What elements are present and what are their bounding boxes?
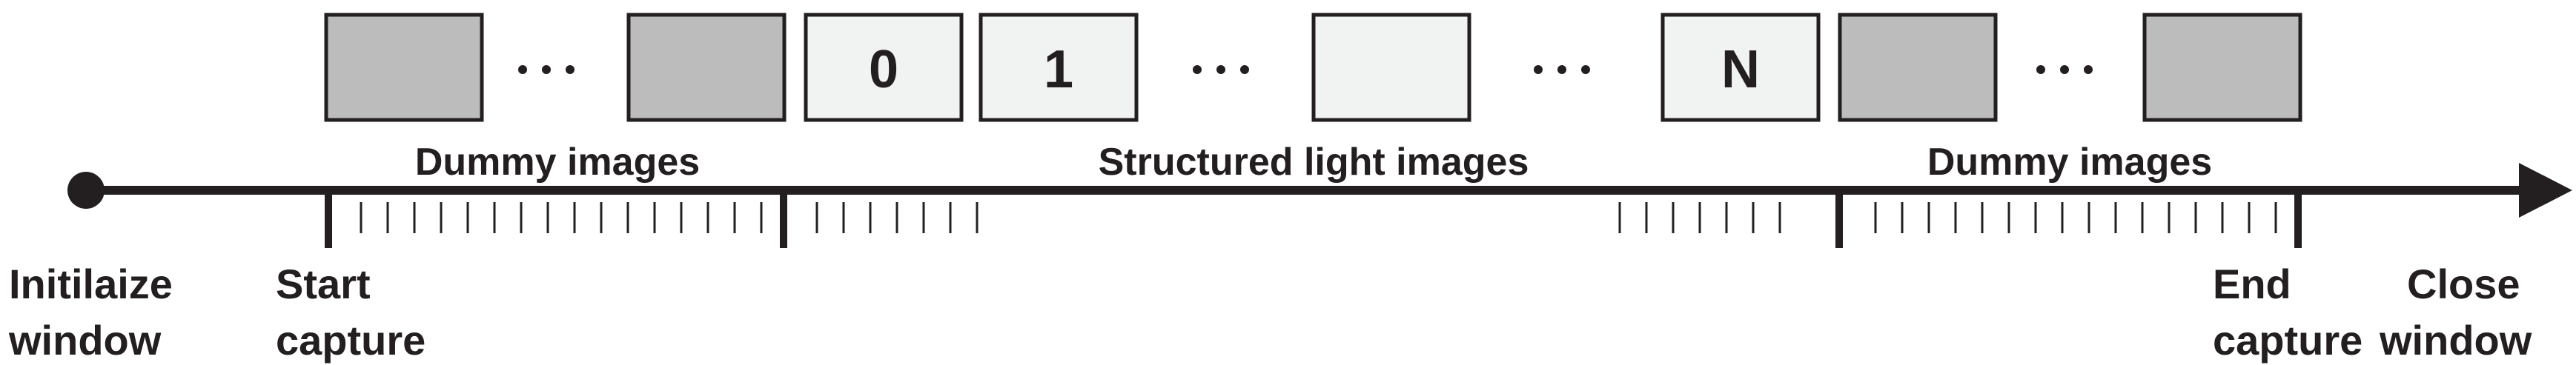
minor-ticks: [360, 202, 2277, 233]
dummy-frame-after-last: [2142, 13, 2302, 122]
dummy-frame-last: [626, 13, 787, 122]
close-window-label: Close window: [2379, 261, 2532, 364]
structured-frame-middle: [1311, 13, 1471, 122]
ellipsis-dots: [518, 65, 575, 74]
structured-frame-1: [979, 13, 1139, 122]
group-label-dummy-after: Dummy images: [1927, 141, 2212, 184]
end-capture-label: End capture: [2213, 261, 2363, 364]
initialize-window-label: Initilaize window: [8, 261, 185, 364]
structured-frame-n: [1661, 13, 1821, 122]
ellipsis-dots: [1193, 65, 1249, 74]
structured-frame-0: [804, 13, 964, 122]
timeline-start-dot: [67, 172, 105, 209]
timeline-arrowhead: [2519, 163, 2572, 218]
frame-row: 0 1 N: [324, 13, 2302, 122]
group-label-dummy-before: Dummy images: [415, 141, 700, 184]
ellipsis-dots: [1534, 65, 1590, 74]
dummy-frame-first: [324, 13, 484, 122]
start-capture-label: Start capture: [276, 261, 426, 364]
dummy-frame-after-first: [1838, 13, 1998, 122]
frame-label-0: 0: [869, 40, 898, 99]
group-label-structured: Structured light images: [1099, 141, 1529, 184]
ellipsis-dots: [2036, 65, 2093, 74]
frame-label-n: N: [1721, 40, 1760, 99]
frame-label-1: 1: [1044, 40, 1073, 99]
